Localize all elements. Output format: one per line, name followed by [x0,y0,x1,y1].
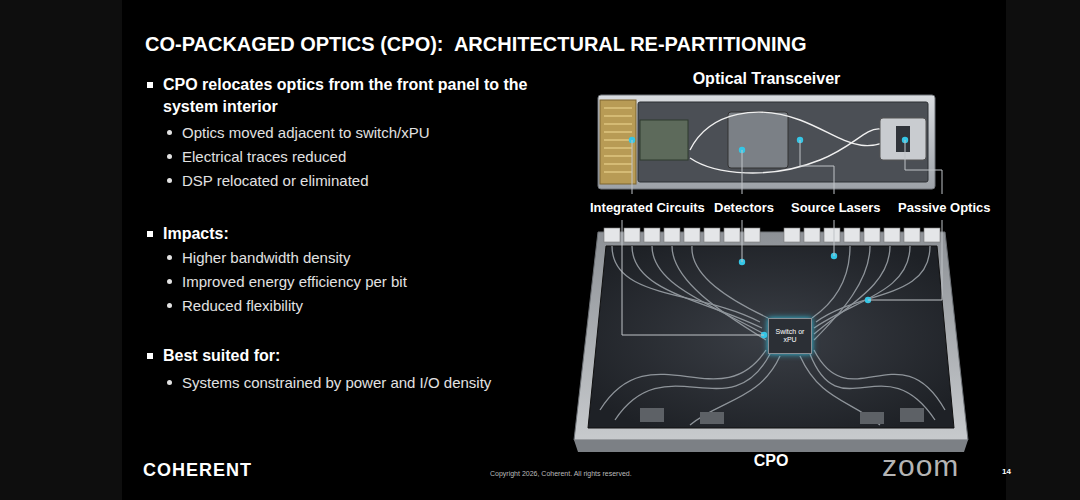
sub-bullet-text: Reduced flexibility [182,295,303,316]
node-heading: CPO [575,452,967,470]
bullet-dot [167,178,172,183]
bullet-text: Impacts: [163,223,229,245]
bullet-dot [167,303,172,308]
part-label: Passive Optics [896,199,993,217]
copyright-note: Copyright 2026, Coherent. All rights res… [490,469,632,479]
sub-bullet-text: DSP relocated or eliminated [182,170,369,191]
bullet-dot [167,255,172,260]
cpo-picture [574,228,968,452]
bullet-dot [167,380,172,385]
node-heading: Optical Transceiver [598,70,935,88]
leader-lines [622,140,942,335]
slide-title: CO-PACKAGED OPTICS (CPO): ARCHITECTURAL … [145,33,806,56]
page-number: 14 [1002,466,1011,477]
transceiver-module: Optical Transceiver [598,66,935,190]
bullet-square [147,231,153,237]
bullet-dot [167,130,172,135]
company-logo: COHERENT [143,458,252,483]
part-label: Source Lasers [789,199,883,217]
sub-bullet-text: Improved energy efficiency per bit [182,271,407,292]
part-label: Detectors [712,199,776,217]
switch-chip: Switch or xPU [768,318,812,354]
part-label: Integrated Circuits [588,199,707,217]
cpo-system: CPO Switch or xPU [575,226,967,472]
bullet-square [147,353,153,359]
transceiver-picture [598,95,935,189]
sub-bullet-text: Higher bandwidth density [182,247,350,268]
bullet-text: CPO relocates optics from the front pane… [163,74,563,119]
sub-bullet-text: Optics moved adjacent to switch/xPU [182,122,430,143]
bullet-text: Best suited for: [163,345,280,367]
bullet-dot [167,154,172,159]
bullet-square [147,82,153,88]
watermark: zoom [882,445,959,487]
chip-label: Switch or xPU [771,328,809,344]
sub-bullet-text: Electrical traces reduced [182,146,346,167]
bullet-dot [167,279,172,284]
sub-bullet-text: Systems constrained by power and I/O den… [182,372,491,393]
